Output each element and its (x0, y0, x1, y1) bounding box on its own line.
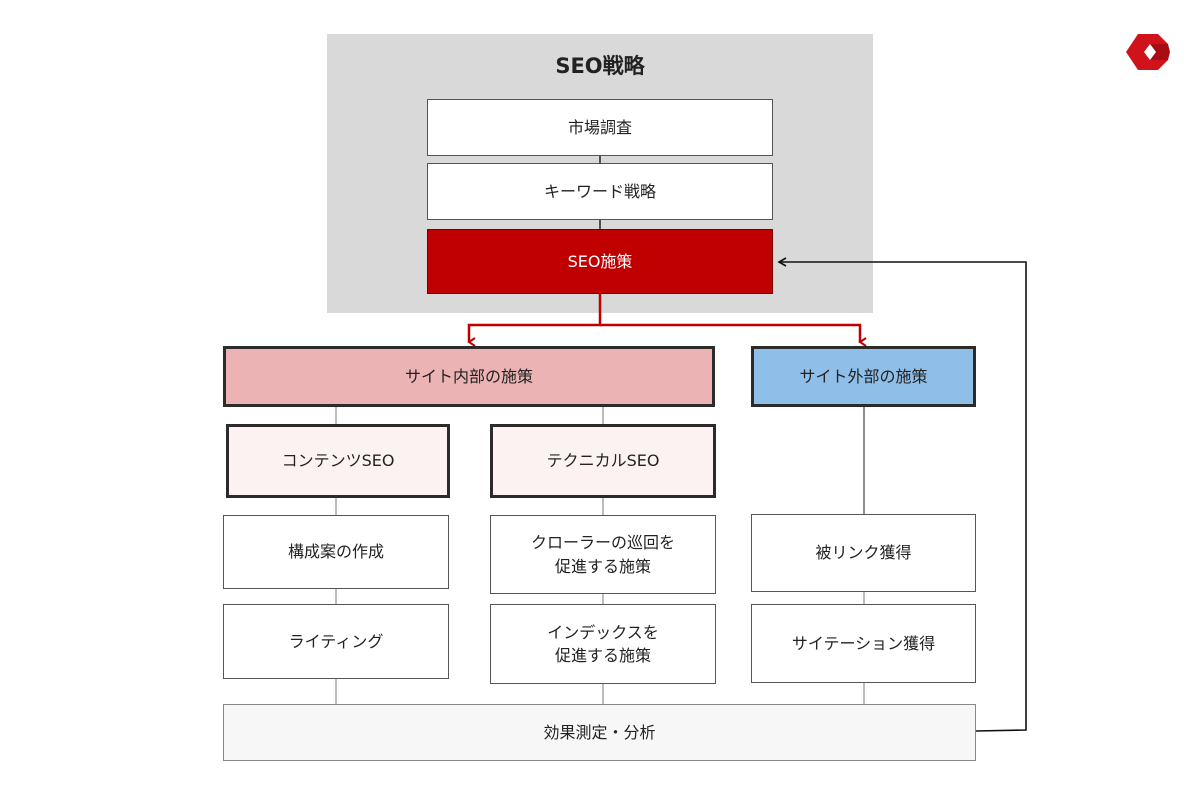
content-seo-box: コンテンツSEO (226, 424, 450, 498)
connector-seo-external (600, 323, 867, 347)
content-item-outline: 構成案の作成 (223, 515, 449, 589)
external-item-citations: サイテーション獲得 (751, 604, 976, 683)
brand-logo (1126, 34, 1170, 70)
content-item-writing: ライティング (223, 604, 449, 679)
analysis-box: 効果測定・分析 (223, 704, 976, 761)
connector-seo-split (467, 294, 602, 347)
technical-seo-box: テクニカルSEO (490, 424, 716, 498)
technical-item-crawl: クローラーの巡回を 促進する施策 (490, 515, 716, 594)
panel-title: SEO戦略 (555, 54, 645, 78)
seo-measures-box: SEO施策 (427, 229, 773, 294)
internal-measures-box: サイト内部の施策 (223, 346, 715, 407)
market-research-box: 市場調査 (427, 99, 773, 156)
keyword-strategy-box: キーワード戦略 (427, 163, 773, 220)
external-item-backlinks: 被リンク獲得 (751, 514, 976, 592)
feedback-loop-arrow (777, 257, 1027, 732)
technical-item-index: インデックスを 促進する施策 (490, 604, 716, 684)
external-measures-box: サイト外部の施策 (751, 346, 976, 407)
